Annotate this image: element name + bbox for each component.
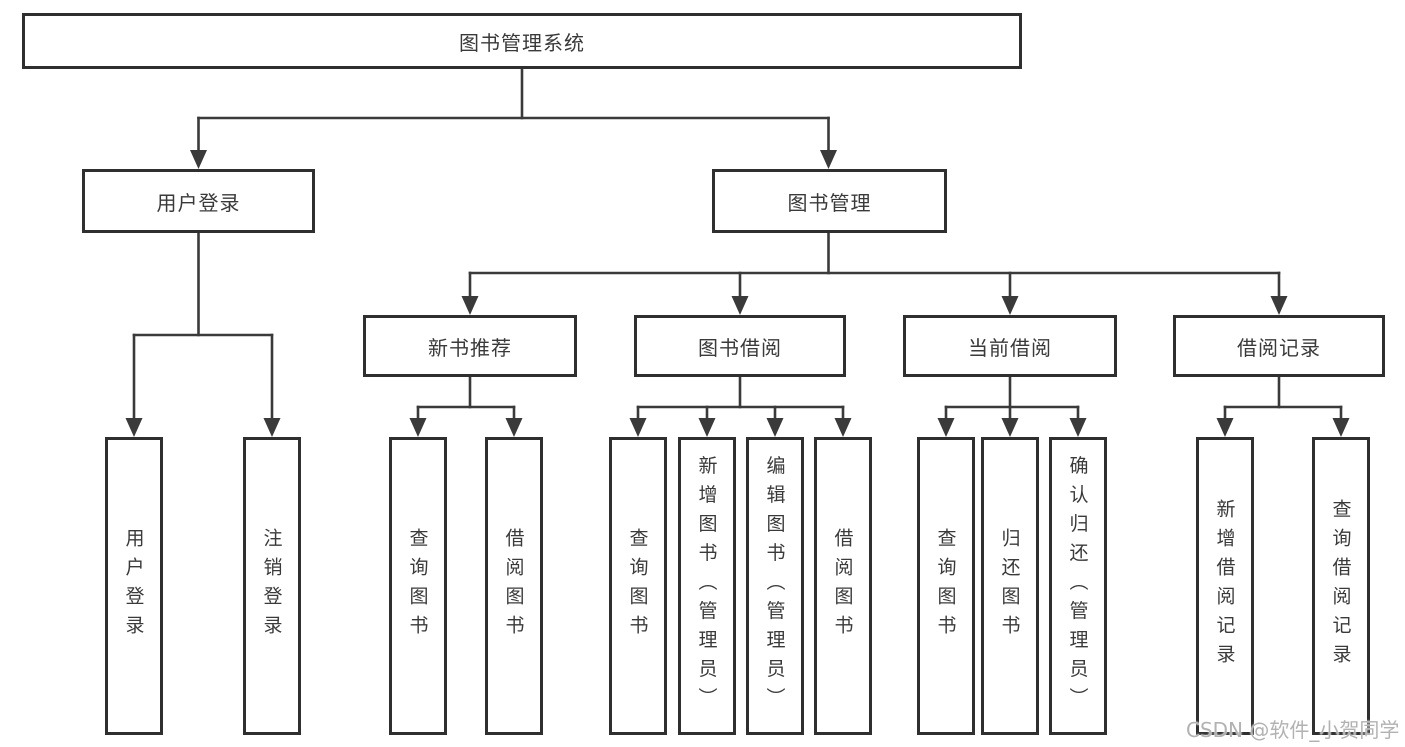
leaf-add-book-admin: 新增图书（管理员） [678, 437, 736, 735]
node-label: 用户登录 [156, 190, 241, 215]
node-label: 图书管理系统 [459, 30, 585, 55]
node-label: 查询图书 [406, 528, 429, 644]
node-label: 新增图书（管理员） [695, 455, 718, 717]
leaf-user-login: 用户登录 [105, 437, 163, 735]
leaf-query-books-3: 查询图书 [917, 437, 975, 735]
node-label: 编辑图书（管理员） [763, 455, 786, 717]
node-label: 归还图书 [998, 528, 1021, 644]
node-label: 借阅图书 [502, 528, 525, 644]
leaf-add-borrow-record: 新增借阅记录 [1196, 437, 1254, 735]
node-borrowing-records: 借阅记录 [1173, 315, 1385, 377]
node-new-book-recommendation: 新书推荐 [363, 315, 577, 377]
node-label: 图书借阅 [698, 335, 782, 360]
leaf-return-book: 归还图书 [981, 437, 1039, 735]
node-label: 新书推荐 [428, 335, 512, 360]
leaf-borrow-books-2: 借阅图书 [814, 437, 872, 735]
node-label: 当前借阅 [968, 335, 1052, 360]
node-library-management-system: 图书管理系统 [22, 13, 1022, 69]
node-label: 查询借阅记录 [1329, 499, 1352, 673]
node-label: 查询图书 [934, 528, 957, 644]
csdn-watermark: CSDN @软件_小贺同学 [1186, 718, 1400, 742]
leaf-query-borrow-record: 查询借阅记录 [1312, 437, 1370, 735]
node-label: 查询图书 [626, 528, 649, 644]
leaf-confirm-return-admin: 确认归还（管理员） [1049, 437, 1107, 735]
node-current-borrowing: 当前借阅 [903, 315, 1117, 377]
node-label: 图书管理 [787, 190, 872, 215]
node-label: 确认归还（管理员） [1066, 455, 1089, 717]
leaf-query-books-1: 查询图书 [389, 437, 447, 735]
node-label: 借阅记录 [1237, 335, 1321, 360]
node-user-login: 用户登录 [82, 169, 315, 233]
leaf-query-books-2: 查询图书 [609, 437, 667, 735]
leaf-edit-book-admin: 编辑图书（管理员） [746, 437, 804, 735]
leaf-borrow-books-1: 借阅图书 [485, 437, 543, 735]
node-label: 用户登录 [122, 528, 145, 644]
leaf-logout: 注销登录 [243, 437, 301, 735]
node-book-borrowing: 图书借阅 [634, 315, 846, 377]
node-book-management: 图书管理 [712, 169, 947, 233]
node-label: 新增借阅记录 [1213, 499, 1236, 673]
node-label: 借阅图书 [831, 528, 854, 644]
node-label: 注销登录 [260, 528, 283, 644]
